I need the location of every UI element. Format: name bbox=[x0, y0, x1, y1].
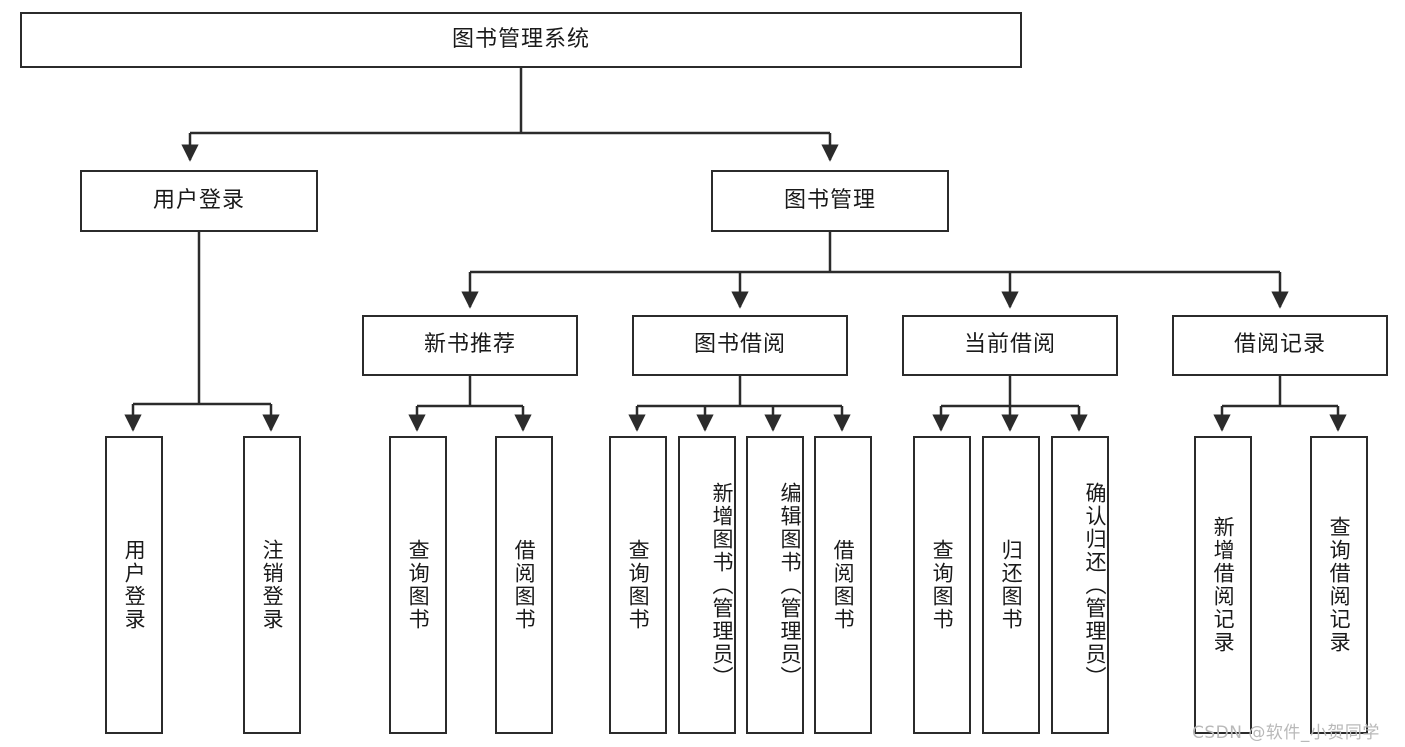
leaf-recommend-query-book[interactable]: 查询图书 bbox=[389, 436, 447, 734]
leaf-borrow-borrow-book[interactable]: 借阅图书 bbox=[814, 436, 872, 734]
node-user-login[interactable]: 用户登录 bbox=[80, 170, 318, 232]
node-label: 编辑图书（管理员） bbox=[778, 481, 802, 689]
node-label: 查询借阅记录 bbox=[1327, 516, 1352, 654]
node-label: 确认归还（管理员） bbox=[1083, 481, 1107, 689]
node-label: 归还图书 bbox=[999, 539, 1024, 631]
node-current-borrow[interactable]: 当前借阅 bbox=[902, 315, 1118, 376]
node-book-management[interactable]: 图书管理 bbox=[711, 170, 949, 232]
node-label: 查询图书 bbox=[406, 539, 431, 631]
node-label: 借阅图书 bbox=[831, 539, 856, 631]
node-label: 用户登录 bbox=[152, 187, 245, 213]
node-label: 借阅图书 bbox=[512, 539, 537, 631]
leaf-record-add-borrow-record[interactable]: 新增借阅记录 bbox=[1194, 436, 1252, 734]
node-label: 图书管理系统 bbox=[451, 26, 590, 52]
node-label: 新增借阅记录 bbox=[1211, 516, 1236, 654]
node-borrow-record[interactable]: 借阅记录 bbox=[1172, 315, 1388, 376]
leaf-current-confirm-return-admin[interactable]: 确认归还（管理员） bbox=[1051, 436, 1109, 734]
node-label: 当前借阅 bbox=[963, 332, 1056, 358]
node-label: 图书管理 bbox=[783, 187, 876, 213]
node-label: 注销登录 bbox=[260, 539, 285, 631]
leaf-borrow-add-book-admin[interactable]: 新增图书（管理员） bbox=[678, 436, 736, 734]
node-label: 查询图书 bbox=[930, 539, 955, 631]
node-book-borrow[interactable]: 图书借阅 bbox=[632, 315, 848, 376]
node-label: 用户登录 bbox=[122, 539, 147, 631]
node-root-book-management-system[interactable]: 图书管理系统 bbox=[20, 12, 1022, 68]
leaf-borrow-query-book[interactable]: 查询图书 bbox=[609, 436, 667, 734]
leaf-current-query-book[interactable]: 查询图书 bbox=[913, 436, 971, 734]
node-label: 新增图书（管理员） bbox=[710, 481, 734, 689]
node-label: 借阅记录 bbox=[1233, 332, 1326, 358]
leaf-record-query-borrow-record[interactable]: 查询借阅记录 bbox=[1310, 436, 1368, 734]
watermark-csdn: CSDN @软件_小贺同学 bbox=[1192, 723, 1380, 743]
node-label: 查询图书 bbox=[626, 539, 651, 631]
leaf-borrow-edit-book-admin[interactable]: 编辑图书（管理员） bbox=[746, 436, 804, 734]
node-label: 图书借阅 bbox=[693, 332, 786, 358]
leaf-current-return-book[interactable]: 归还图书 bbox=[982, 436, 1040, 734]
leaf-user-login-logout[interactable]: 注销登录 bbox=[243, 436, 301, 734]
node-label: 新书推荐 bbox=[423, 332, 516, 358]
leaf-recommend-borrow-book[interactable]: 借阅图书 bbox=[495, 436, 553, 734]
leaf-user-login-login[interactable]: 用户登录 bbox=[105, 436, 163, 734]
node-new-book-recommend[interactable]: 新书推荐 bbox=[362, 315, 578, 376]
